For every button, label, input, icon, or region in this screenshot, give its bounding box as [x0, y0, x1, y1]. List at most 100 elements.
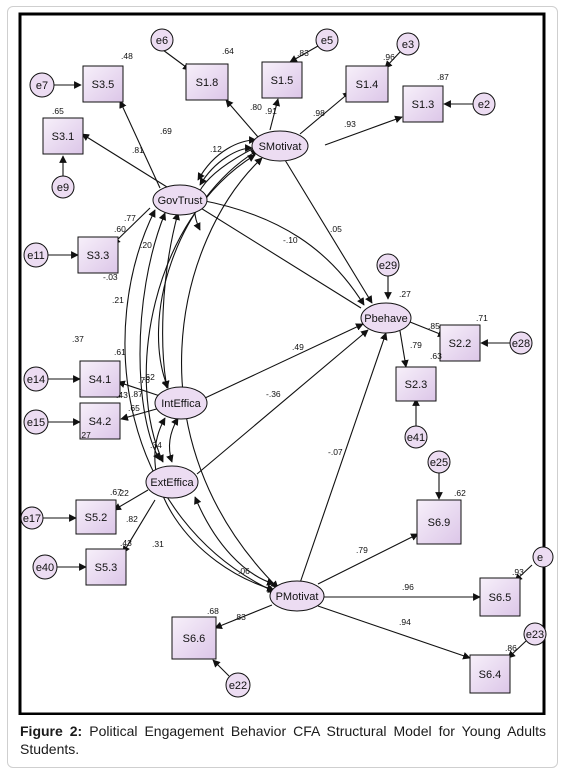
error-e14: e14: [27, 374, 45, 386]
coef-r2-s66: .68: [207, 606, 219, 616]
coef-c-62: .62: [143, 372, 155, 382]
coef-c-gt-ie: .20: [140, 240, 152, 250]
coef-l-s53: .22: [117, 488, 129, 498]
error-e40: e40: [36, 562, 54, 574]
error-e41: e41: [407, 432, 425, 444]
coef-p-ie-pb: .49: [292, 342, 304, 352]
coef-l-s14: .98: [313, 108, 325, 118]
coef-r2-s65: .93: [512, 567, 524, 577]
coef-r2-s35: .48: [121, 51, 133, 61]
coef-p-sm-pb: .05: [330, 224, 342, 234]
latent-extefficacy: ExtEffica: [150, 477, 194, 489]
coefficients: .48 .64 .83 .96 .87 .65 .60 .27 .71 .63 …: [52, 46, 524, 653]
coef-l-s52: .82: [126, 514, 138, 524]
coef-r2-pbehave: .27: [399, 289, 411, 299]
coef-l-s64: .94: [399, 617, 411, 627]
coef-l-s23: .79: [410, 340, 422, 350]
coef-l-s15: .91: [265, 106, 277, 116]
error-e2: e2: [478, 99, 490, 111]
error-e6: e6: [156, 35, 168, 47]
error-e25: e25: [430, 457, 448, 469]
latent-variables: SMotivat GovTrust Pbehave IntEffica ExtE…: [145, 130, 412, 612]
indicator-s35: S3.5: [92, 79, 115, 91]
indicator-s13: S1.3: [412, 99, 435, 111]
indicator-s66: S6.6: [183, 633, 206, 645]
error-e29: e29: [379, 260, 397, 272]
error-e11: e11: [27, 250, 45, 262]
coef-p-gt-pb: -.10: [283, 235, 298, 245]
coef-c-37: .37: [72, 334, 84, 344]
latent-smotivat: SMotivat: [259, 141, 302, 153]
coef-r2-s15: .83: [297, 48, 309, 58]
error-e28: e28: [512, 338, 530, 350]
coef-c-neg03: -.03: [103, 272, 118, 282]
error-e23: e23: [526, 629, 544, 641]
indicator-s15: S1.5: [271, 75, 294, 87]
error-terms: e6 e5 e3 e7 e2 e9 e11 e29 e28 e14 e15 e4…: [20, 28, 554, 698]
coef-l-s33: .77: [124, 213, 136, 223]
coef-r2-s13: .87: [437, 72, 449, 82]
indicator-s65: S6.5: [489, 592, 512, 604]
error-e9: e9: [57, 182, 69, 194]
coef-l-s66: .83: [234, 612, 246, 622]
error-e5: e5: [321, 35, 333, 47]
coef-r2-s33: .60: [114, 224, 126, 234]
latent-pmotivat: PMotivat: [276, 591, 319, 603]
cfa-path-diagram: S3.5 S1.8 S1.5 S1.4 S1.3 S3.1 S3.3 S2.2 …: [18, 12, 554, 715]
coef-l-s13: .93: [344, 119, 356, 129]
latent-pbehave: Pbehave: [364, 313, 407, 325]
coef-r2-s69: .62: [454, 488, 466, 498]
coef-r2-s64: .86: [505, 643, 517, 653]
coef-r2-s22: .71: [476, 313, 488, 323]
coef-l-s18: .80: [250, 102, 262, 112]
coef-p-pm-pb: -.07: [328, 447, 343, 457]
coef-p-ee-pb: -.36: [266, 389, 281, 399]
coef-c-06: .06: [238, 566, 250, 576]
error-e17: e17: [23, 513, 41, 525]
indicator-s69: S6.9: [428, 517, 451, 529]
coef-c-43: .43: [116, 390, 128, 400]
diagram-border: [18, 12, 546, 715]
latent-intefficacy: IntEffica: [161, 398, 201, 410]
covariance-paths: [124, 136, 279, 593]
coef-r2-s14: .96: [383, 52, 395, 62]
coef-l-s42: .65: [128, 403, 140, 413]
coef-l-s35: .69: [160, 126, 172, 136]
observed-variables: S3.5 S1.8 S1.5 S1.4 S1.3 S3.1 S3.3 S2.2 …: [42, 61, 521, 694]
coef-l-s41: .87: [131, 389, 143, 399]
coef-r2-s23: .63: [430, 351, 442, 361]
error-e22: e22: [229, 680, 247, 692]
caption-text: Political Engagement Behavior CFA Struct…: [20, 723, 547, 757]
coef-c-61: .61: [114, 347, 126, 357]
coef-l-s22: .85: [428, 321, 440, 331]
indicator-s64: S6.4: [479, 669, 502, 681]
coef-c-21: .21: [112, 295, 124, 305]
indicator-s33: S3.3: [87, 250, 110, 262]
indicator-s18: S1.8: [196, 77, 219, 89]
indicator-s52: S5.2: [85, 512, 108, 524]
coef-c-34: .34: [150, 440, 162, 450]
coef-c-31: .31: [152, 539, 164, 549]
coef-l-s69: .79: [356, 545, 368, 555]
coef-r2-s42: .27: [79, 430, 91, 440]
indicator-s42: S4.2: [89, 416, 112, 428]
indicator-s22: S2.2: [449, 338, 472, 350]
coef-l-s65: .96: [402, 582, 414, 592]
indicator-s41: S4.1: [89, 374, 112, 386]
coef-c-sm-gt: .12: [210, 144, 222, 154]
coef-r2-s31: .65: [52, 106, 64, 116]
loading-paths: [81, 91, 481, 660]
caption-label: Figure 2:: [20, 723, 83, 739]
error-e15: e15: [27, 417, 45, 429]
indicator-s31: S3.1: [52, 131, 75, 143]
latent-govtrust: GovTrust: [158, 195, 203, 207]
coef-r2-s18: .64: [222, 46, 234, 56]
coef-r2-s41: .76: [138, 375, 150, 385]
coef-l-s31: .81: [132, 145, 144, 155]
indicator-s53: S5.3: [95, 562, 118, 574]
error-paths: [43, 45, 533, 677]
indicator-s14: S1.4: [356, 79, 379, 91]
error-e7: e7: [36, 80, 48, 92]
coef-r2-s53: .43: [120, 538, 132, 548]
indicator-s23: S2.3: [405, 379, 428, 391]
